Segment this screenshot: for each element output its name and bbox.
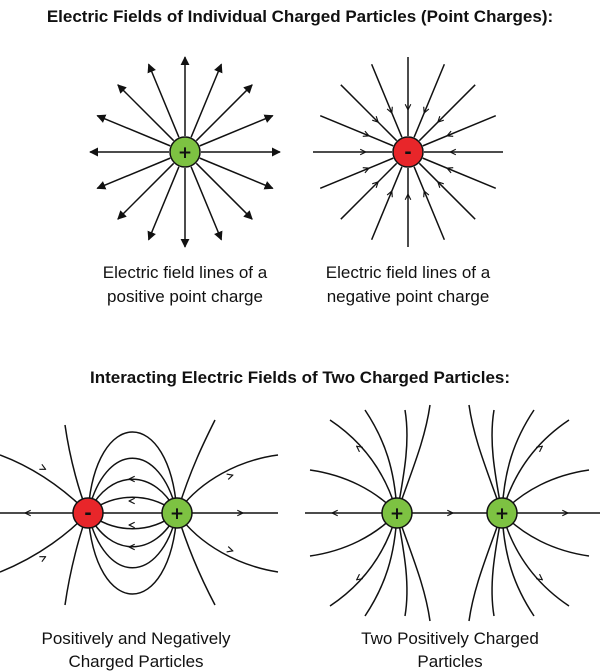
negative-sign: -	[84, 503, 91, 524]
field-line	[413, 63, 446, 138]
negative-sign: -	[404, 142, 411, 163]
dipole-caption-line1: Positively and Negatively	[42, 629, 231, 648]
positive-sign: +	[178, 143, 192, 163]
negative-point-charge-field	[313, 57, 503, 247]
like-positive-charge-right: +	[486, 497, 518, 529]
field-line	[96, 114, 171, 147]
like-right-2	[501, 512, 570, 607]
negative-charge-circle	[72, 497, 104, 529]
like-right-7	[468, 404, 503, 514]
dipole-loop-4	[87, 512, 178, 569]
positive-caption-line1: Electric field lines of a	[103, 263, 268, 282]
field-line	[370, 166, 403, 241]
positive-charge-circle	[381, 497, 413, 529]
like-caption-line2: Particles	[417, 652, 482, 671]
negative-charge-top: -	[392, 136, 424, 168]
like-left-2	[329, 512, 398, 607]
positive-caption-line2: positive point charge	[107, 287, 263, 306]
dipole-loop-8	[87, 512, 178, 595]
field-line	[418, 84, 476, 142]
like-right-8	[468, 512, 503, 622]
positive-charge-circle	[169, 136, 201, 168]
field-line	[422, 157, 497, 190]
dipole-caption-line2: Charged Particles	[68, 652, 203, 671]
field-line	[117, 162, 175, 220]
negative-caption-line1: Electric field lines of a	[326, 263, 491, 282]
field-line	[340, 84, 398, 142]
like-charges-field-lines	[305, 404, 600, 622]
positive-charge-circle	[486, 497, 518, 529]
like-left-1	[329, 419, 398, 514]
field-line	[422, 114, 497, 147]
dipole-outer-left-2	[0, 512, 89, 573]
field-line	[195, 162, 253, 220]
dipole-field-lines	[0, 419, 279, 606]
field-line	[340, 162, 398, 220]
field-line	[418, 162, 476, 220]
field-line	[370, 63, 403, 138]
field-line	[319, 157, 394, 190]
like-positive-charge-left: +	[381, 497, 413, 529]
negative-caption-line2: negative point charge	[327, 287, 490, 306]
positive-charge-top: +	[169, 136, 201, 168]
field-line	[199, 114, 274, 147]
field-line	[190, 166, 223, 241]
positive-charge-circle	[161, 497, 193, 529]
field-line	[319, 114, 394, 147]
dipole-outer-left-1	[0, 454, 89, 514]
field-line	[117, 84, 175, 142]
positive-sign: +	[390, 504, 404, 524]
field-line	[413, 166, 446, 241]
like-right-1	[501, 419, 570, 514]
like-left-7	[396, 404, 431, 514]
field-line	[195, 84, 253, 142]
like-left-8	[396, 512, 431, 622]
field-line	[199, 157, 274, 190]
dipole-positive-charge: +	[161, 497, 193, 529]
positive-sign: +	[495, 504, 509, 524]
field-line	[147, 63, 180, 138]
positive-sign: +	[170, 504, 184, 524]
dipole-negative-charge: -	[72, 497, 104, 529]
dipole-outer-right-2	[176, 512, 279, 573]
dipole-loop-3	[87, 457, 178, 514]
like-caption-line1: Two Positively Charged	[361, 629, 539, 648]
negative-charge-circle	[392, 136, 424, 168]
field-line	[147, 166, 180, 241]
top-title: Electric Fields of Individual Charged Pa…	[47, 7, 553, 26]
field-line	[96, 157, 171, 190]
field-line	[190, 63, 223, 138]
bottom-title: Interacting Electric Fields of Two Charg…	[90, 368, 510, 387]
positive-point-charge-field	[89, 56, 281, 248]
dipole-outer-right-1	[176, 454, 279, 514]
dipole-loop-7	[87, 431, 178, 514]
